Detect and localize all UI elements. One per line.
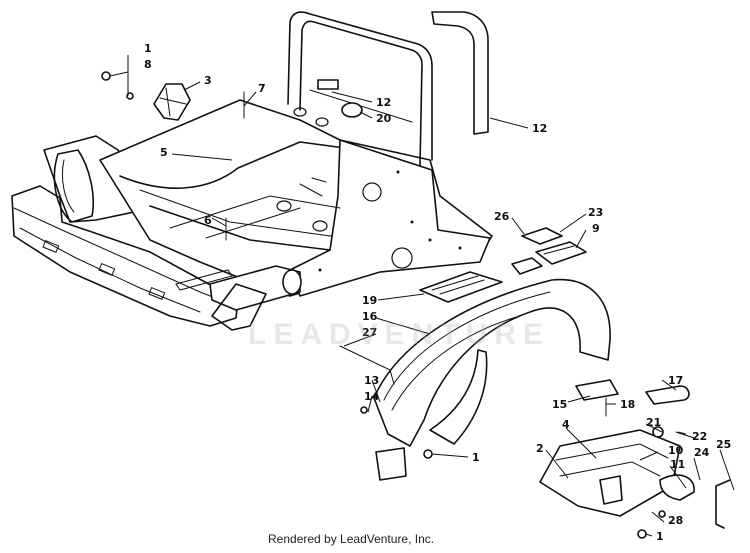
callout-20: 20 bbox=[376, 112, 392, 125]
rear-bracket-assembly bbox=[360, 379, 731, 539]
callout-21: 21 bbox=[646, 416, 661, 429]
callout-26: 26 bbox=[494, 210, 510, 223]
callout-8: 8 bbox=[144, 58, 152, 71]
decals bbox=[419, 227, 587, 303]
rear-bumper-strip bbox=[431, 11, 489, 135]
grab-bar bbox=[287, 11, 433, 167]
callout-3: 3 bbox=[204, 74, 212, 87]
rear-flap bbox=[339, 278, 611, 481]
callout-23: 23 bbox=[588, 206, 603, 219]
callout-7: 7 bbox=[258, 82, 266, 95]
callout-1-bracket: 1 bbox=[656, 530, 664, 543]
callout-5: 5 bbox=[160, 146, 168, 159]
callout-labels: 1 8 3 7 12 20 12 5 6 26 23 9 19 16 27 13… bbox=[144, 42, 731, 543]
callout-24: 24 bbox=[694, 446, 710, 459]
callout-4: 4 bbox=[562, 418, 570, 431]
callout-6: 6 bbox=[204, 214, 212, 227]
callout-9: 9 bbox=[592, 222, 600, 235]
callout-18: 18 bbox=[620, 398, 635, 411]
callout-13: 13 bbox=[364, 374, 379, 387]
callout-1: 1 bbox=[144, 42, 152, 55]
callout-27: 27 bbox=[362, 326, 377, 339]
callout-12: 12 bbox=[376, 96, 391, 109]
callout-16: 16 bbox=[362, 310, 378, 323]
callout-15: 15 bbox=[552, 398, 567, 411]
callout-2: 2 bbox=[536, 442, 544, 455]
callout-11: 11 bbox=[670, 458, 685, 471]
callout-25: 25 bbox=[716, 438, 731, 451]
callout-19: 19 bbox=[362, 294, 377, 307]
render-credit: Rendered by LeadVenture, Inc. bbox=[268, 532, 435, 546]
callout-10: 10 bbox=[668, 444, 684, 457]
callout-28: 28 bbox=[668, 514, 683, 527]
callout-17: 17 bbox=[668, 374, 683, 387]
callout-14: 14 bbox=[364, 390, 380, 403]
steering-bracket bbox=[101, 71, 245, 241]
callout-22: 22 bbox=[692, 430, 707, 443]
callout-12-bumper: 12 bbox=[532, 122, 547, 135]
callout-1-flap: 1 bbox=[472, 451, 480, 464]
watermark-logo: LEADVENTURE bbox=[248, 318, 551, 351]
chassis-frame bbox=[11, 99, 493, 331]
leader-lines bbox=[109, 55, 735, 537]
